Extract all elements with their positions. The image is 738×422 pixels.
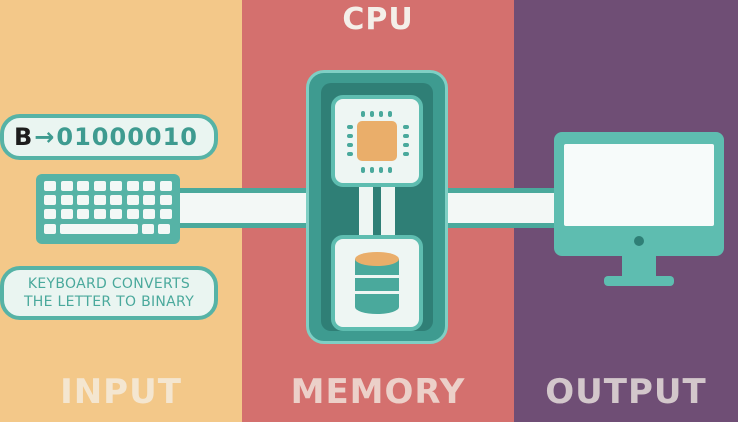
chip-pin — [403, 143, 409, 147]
cpu-title: CPU — [342, 2, 414, 37]
keyboard-key — [44, 181, 56, 191]
chip-pin — [388, 111, 392, 117]
cpu-inner — [321, 83, 433, 331]
monitor-icon — [554, 132, 724, 256]
monitor-stand — [622, 256, 656, 278]
memory-box — [331, 235, 423, 331]
keyboard-key — [60, 181, 73, 191]
keyboard-key — [60, 224, 138, 234]
keyboard-icon — [36, 174, 180, 244]
chip-pin — [361, 167, 365, 173]
chip-pin — [347, 125, 353, 129]
caption-line-1: KEYBOARD CONVERTS — [27, 276, 191, 292]
binary-conversion-pill: B → 01000010 — [0, 114, 218, 160]
database-icon — [355, 252, 399, 314]
output-bus — [446, 188, 556, 228]
monitor-power-dot — [634, 236, 644, 246]
keyboard-key — [44, 209, 56, 219]
keyboard-key — [143, 195, 155, 205]
chip-pin — [347, 152, 353, 156]
chip-pin — [379, 111, 383, 117]
chip-pin — [403, 152, 409, 156]
chip-pin — [403, 125, 409, 129]
chip-pin — [347, 143, 353, 147]
keyboard-key — [60, 209, 73, 219]
chip-pin — [370, 167, 374, 173]
input-label: INPUT — [60, 372, 182, 412]
arrow-right-icon: → — [34, 123, 55, 151]
caption-pill: KEYBOARD CONVERTS THE LETTER TO BINARY — [0, 266, 218, 320]
keyboard-key — [93, 195, 106, 205]
keyboard-key — [93, 209, 106, 219]
cpu-chip-icon — [357, 121, 397, 161]
keyboard-key — [110, 209, 122, 219]
output-label: OUTPUT — [545, 372, 707, 412]
keyboard-key — [77, 209, 89, 219]
keyboard-key — [158, 224, 170, 234]
cpu-chip-box — [331, 95, 423, 187]
memory-connector-right — [381, 187, 395, 235]
keyboard-key — [60, 195, 73, 205]
chip-pin — [403, 134, 409, 138]
keyboard-key — [143, 209, 155, 219]
input-bus — [178, 188, 306, 228]
chip-pin — [361, 111, 365, 117]
keyboard-key — [44, 195, 56, 205]
monitor-screen — [564, 144, 714, 226]
keyboard-key — [159, 181, 172, 191]
keyboard-key — [77, 195, 89, 205]
binary-letter: B — [14, 123, 33, 151]
chip-pin — [347, 134, 353, 138]
keyboard-key — [126, 181, 139, 191]
keyboard-key — [142, 224, 154, 234]
keyboard-key — [93, 181, 106, 191]
keyboard-key — [110, 181, 122, 191]
memory-label: MEMORY — [290, 372, 466, 412]
memory-connector-left — [359, 187, 373, 235]
chip-pin — [370, 111, 374, 117]
keyboard-key — [159, 195, 172, 205]
keyboard-key — [143, 181, 155, 191]
keyboard-key — [77, 181, 89, 191]
keyboard-key — [126, 195, 139, 205]
monitor-base — [604, 276, 674, 286]
cpu-unit — [306, 70, 448, 344]
binary-code: 01000010 — [56, 123, 198, 151]
chip-pin — [388, 167, 392, 173]
keyboard-key — [126, 209, 139, 219]
chip-pin — [379, 167, 383, 173]
caption-line-2: THE LETTER TO BINARY — [23, 294, 195, 310]
keyboard-key — [159, 209, 172, 219]
keyboard-key — [44, 224, 56, 234]
keyboard-key — [110, 195, 122, 205]
